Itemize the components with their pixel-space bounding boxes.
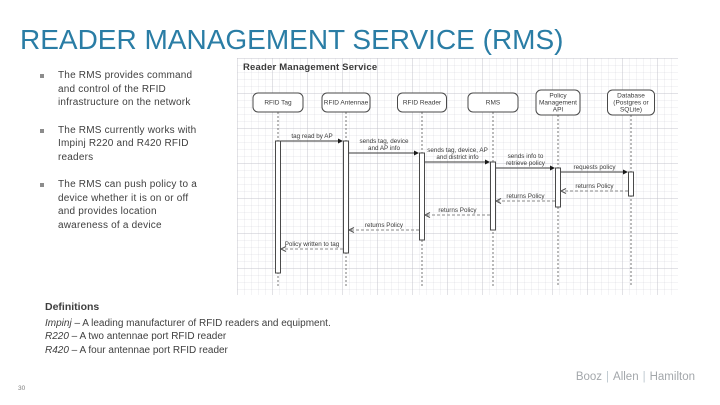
definitions-heading: Definitions (45, 301, 100, 313)
definition-line: R220 – A two antennae port RFID reader (45, 330, 331, 344)
actor-label-policy-management-api: API (553, 107, 564, 114)
booz-allen-hamilton-logo: Booz|Allen|Hamilton (576, 371, 695, 383)
arrowhead-icon (485, 159, 490, 165)
definition-text: – A leading manufacturer of RFID readers… (71, 317, 331, 329)
activation-bar (490, 161, 496, 231)
message-label: sends tag, device (359, 138, 409, 145)
activation-bar (343, 140, 349, 254)
bullet-text: The RMS currently works with Impinj R220… (58, 124, 197, 163)
definition-term: R420 (45, 344, 69, 356)
actor-label-database: SQLite) (620, 107, 642, 114)
page-title: READER MANAGEMENT SERVICE (RMS) (20, 24, 564, 55)
arrowhead-icon (495, 198, 502, 204)
definition-line: R420 – A four antennae port RFID reader (45, 344, 331, 358)
logo-separator: | (642, 371, 646, 383)
bullet-square-icon (40, 183, 44, 187)
actor-label-policy-management-api: Management (539, 100, 577, 107)
logo-separator: | (606, 371, 610, 383)
activation-bar (419, 152, 425, 241)
message-label: requests policy (574, 164, 617, 171)
bullet-text: The RMS can push policy to a device whet… (58, 179, 197, 231)
arrowhead-icon (623, 169, 628, 175)
definitions-block: Definitions Impinj – A leading manufactu… (45, 301, 331, 357)
message-label: returns Policy (506, 193, 545, 200)
diagram-title: Reader Management Service (243, 62, 378, 73)
arrowhead-icon (414, 150, 419, 156)
actor-label-database: Database (617, 93, 645, 100)
bullet-list: The RMS provides command and control of … (40, 69, 240, 246)
definition-text: – A four antennae port RFID reader (68, 344, 228, 356)
definition-text: – A two antennae port RFID reader (68, 331, 227, 342)
list-item: The RMS currently works with Impinj R220… (40, 124, 240, 165)
arrowhead-icon (338, 138, 343, 144)
arrowhead-icon (348, 227, 355, 233)
message-label: and AP info (368, 145, 401, 152)
actor-label-policy-management-api: Policy (549, 93, 567, 100)
message-label: returns Policy (575, 183, 614, 190)
actor-label-database: (Postgres or (613, 100, 649, 107)
activation-bar (555, 167, 561, 208)
page-number: 30 (18, 385, 26, 392)
message-label: returns Policy (438, 207, 477, 214)
message-label: returns Policy (365, 222, 404, 229)
actor-box-rms (467, 92, 519, 113)
arrowhead-icon (550, 165, 555, 171)
message-label: sends info to (508, 153, 544, 160)
message-label: tag read by AP (291, 133, 332, 140)
bullet-square-icon (40, 74, 44, 78)
message-label: sends tag, device, AP (427, 147, 488, 154)
actor-label-rfid-antennae: RFID Antennae (324, 100, 369, 107)
definition-term: Impinj (45, 317, 72, 329)
message-label: retrieve policy (506, 160, 546, 167)
definition-line: Impinj – A leading manufacturer of RFID … (45, 317, 331, 331)
list-item: The RMS can push policy to a device whet… (40, 178, 240, 232)
logo-word: Booz (575, 371, 603, 383)
message-label: and district info (436, 154, 479, 161)
actor-label-rfid-tag: RFID Tag (264, 100, 292, 107)
activation-bar (628, 171, 634, 197)
list-item: The RMS provides command and control of … (40, 69, 240, 110)
logo-word: Allen (613, 371, 639, 383)
bullet-square-icon (40, 128, 44, 133)
arrowhead-icon (424, 212, 431, 218)
arrowhead-icon (280, 246, 287, 252)
actor-box-rfid-tag (252, 92, 304, 113)
actor-box-rfid-reader (397, 92, 447, 113)
arrowhead-icon (560, 188, 567, 194)
definition-term: R220 (45, 331, 69, 342)
actor-label-rfid-reader: RFID Reader (403, 100, 442, 107)
logo-word: Hamilton (649, 371, 695, 383)
sequence-diagram: RFID Tag RFID Antennae RFID Reader RMS Polic… (237, 58, 678, 295)
actor-box-rfid-antennae (321, 92, 371, 113)
activation-bar (275, 140, 281, 274)
message-label: Policy written to tag (285, 241, 340, 248)
bullet-text: The RMS provides command and control of … (58, 70, 193, 108)
actor-box-policy-management-api (535, 89, 581, 116)
sequence-diagram-svg: RFID Tag RFID Antennae RFID Reader RMS Polic… (252, 89, 655, 286)
actor-box-database (607, 89, 655, 116)
actor-label-rms: RMS (486, 100, 501, 107)
